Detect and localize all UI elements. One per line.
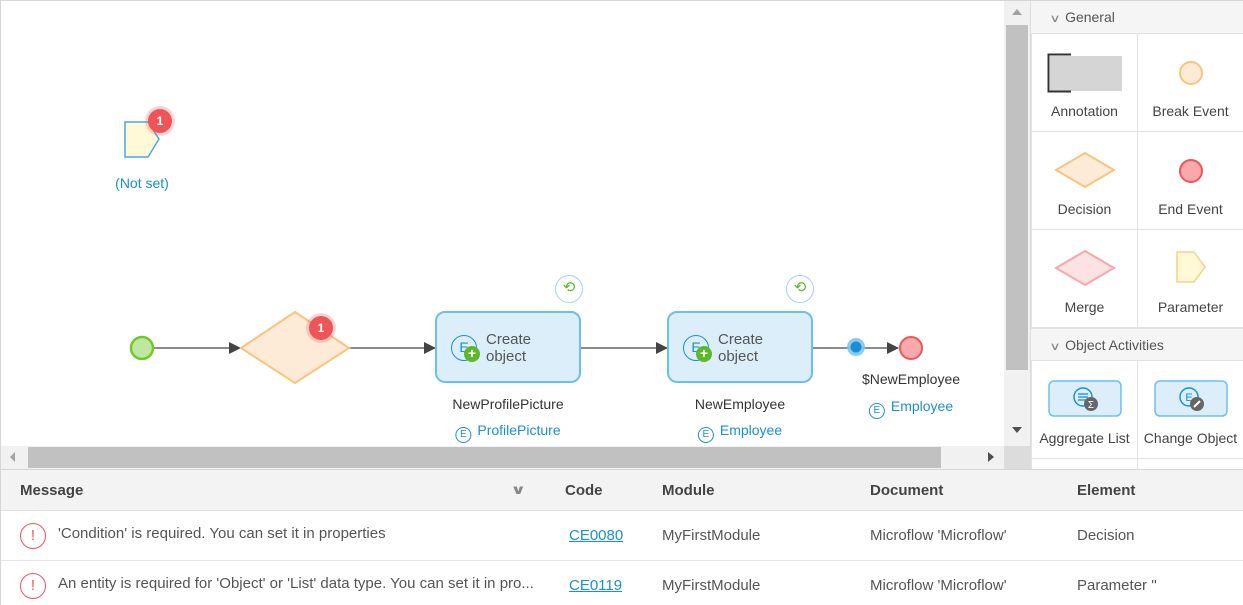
entity-icon: E	[868, 403, 885, 419]
loop-icon: ⟲	[786, 275, 814, 303]
scroll-down-arrow-icon[interactable]	[1012, 427, 1022, 433]
change-object-icon: E	[1153, 380, 1228, 417]
column-header-element[interactable]: Element	[1077, 482, 1136, 499]
column-header-message[interactable]: Message	[20, 482, 84, 499]
error-row[interactable]: ! 'Condition' is required. You can set i…	[1, 511, 1243, 561]
error-code-link[interactable]: CE0119	[569, 577, 623, 594]
error-row[interactable]: ! An entity is required for 'Object' or …	[1, 561, 1243, 605]
decision-error-badge[interactable]: 1	[309, 316, 333, 340]
error-element: Decision	[1077, 527, 1135, 544]
break-event-icon	[1178, 61, 1203, 85]
activity-1-variable: NewProfilePicture	[452, 396, 564, 412]
column-header-document[interactable]: Document	[870, 482, 944, 499]
svg-text:Σ: Σ	[1087, 400, 1093, 411]
svg-text:E: E	[1185, 392, 1192, 404]
toolbox-item-break-event[interactable]: Break Event	[1138, 34, 1243, 131]
toolbox-item-parameter[interactable]: Parameter	[1138, 230, 1243, 327]
scroll-left-arrow-icon[interactable]	[10, 452, 15, 462]
error-document: Microflow 'Microflow'	[870, 577, 1007, 594]
error-document: Microflow 'Microflow'	[870, 527, 1007, 544]
activity-caption: Create object	[486, 331, 532, 365]
vertical-scrollbar[interactable]	[1004, 1, 1030, 469]
toolbox-section-general[interactable]: ∨General	[1031, 1, 1243, 34]
parameter-error-badge[interactable]: 1	[148, 109, 172, 133]
flow-lines	[124, 121, 923, 385]
parameter-shape[interactable]	[124, 121, 160, 158]
entity-icon: E	[697, 427, 714, 443]
scrollbar-corner	[1004, 446, 1030, 469]
activity-caption: Create object	[718, 331, 764, 365]
toolbox-item-merge[interactable]: Merge	[1032, 230, 1137, 327]
chevron-down-icon: ∨	[1049, 341, 1061, 353]
entity-icon: E	[455, 427, 472, 443]
error-icon: !	[20, 573, 46, 599]
error-element: Parameter ''	[1077, 577, 1157, 594]
microflow-canvas[interactable]: 1 (Not set) 1 ⟲ E + Create object NewPro…	[1, 1, 1004, 446]
output-port-center	[850, 341, 862, 353]
scroll-up-arrow-icon[interactable]	[1012, 9, 1022, 15]
toolbox-item-end-event[interactable]: End Event	[1138, 132, 1243, 229]
error-message: An entity is required for 'Object' or 'L…	[58, 575, 534, 592]
decision-icon	[1053, 151, 1116, 189]
errors-table-header: Message ∨ Code Module Document Element	[1, 470, 1243, 511]
chevron-down-icon: ∨	[1049, 13, 1061, 25]
toolbox-item-decision[interactable]: Decision	[1032, 132, 1137, 229]
aggregate-list-icon: Σ	[1047, 380, 1122, 417]
column-header-module[interactable]: Module	[662, 482, 715, 499]
parameter-icon	[1175, 251, 1206, 283]
toolbox-item-aggregate-list[interactable]: Σ Aggregate List	[1032, 361, 1137, 458]
column-header-code[interactable]: Code	[565, 482, 603, 499]
toolbox-item-partial[interactable]	[1138, 459, 1243, 469]
merge-icon	[1053, 249, 1116, 287]
plus-icon: +	[696, 346, 712, 362]
chevron-down-icon[interactable]: ∨	[510, 482, 527, 497]
end-event[interactable]	[899, 336, 923, 360]
horizontal-scrollbar[interactable]	[1, 446, 1004, 469]
loop-icon: ⟲	[555, 275, 583, 303]
toolbox-item-partial[interactable]	[1032, 459, 1137, 469]
end-event-icon	[1178, 159, 1203, 183]
toolbox-panel: ∨General Annotation Break Event Decision…	[1030, 1, 1243, 469]
error-message: 'Condition' is required. You can set it …	[58, 525, 386, 542]
start-event[interactable]	[129, 335, 155, 361]
errors-pane: Message ∨ Code Module Document Element !…	[1, 469, 1243, 605]
create-object-activity-2[interactable]: E + Create object	[667, 311, 813, 383]
toolbox-item-annotation[interactable]: Annotation	[1032, 34, 1137, 131]
toolbox-section-object-activities[interactable]: ∨Object Activities	[1031, 328, 1243, 361]
scroll-right-arrow-icon[interactable]	[988, 452, 994, 462]
vertical-scroll-thumb[interactable]	[1006, 25, 1028, 370]
parameter-label[interactable]: (Not set)	[115, 175, 169, 191]
create-object-activity-1[interactable]: E + Create object	[435, 311, 581, 383]
error-icon: !	[20, 523, 46, 549]
error-code-link[interactable]: CE0080	[569, 527, 624, 544]
toolbox-item-change-object[interactable]: E Change Object	[1138, 361, 1243, 458]
activity-2-variable: NewEmployee	[694, 396, 786, 412]
decision-shape[interactable]	[239, 310, 351, 385]
plus-icon: +	[464, 346, 480, 362]
end-event-return-value: $NewEmployee	[861, 371, 961, 387]
error-module: MyFirstModule	[662, 527, 761, 544]
error-module: MyFirstModule	[662, 577, 761, 594]
horizontal-scroll-thumb[interactable]	[28, 447, 941, 468]
annotation-icon	[1047, 53, 1122, 93]
